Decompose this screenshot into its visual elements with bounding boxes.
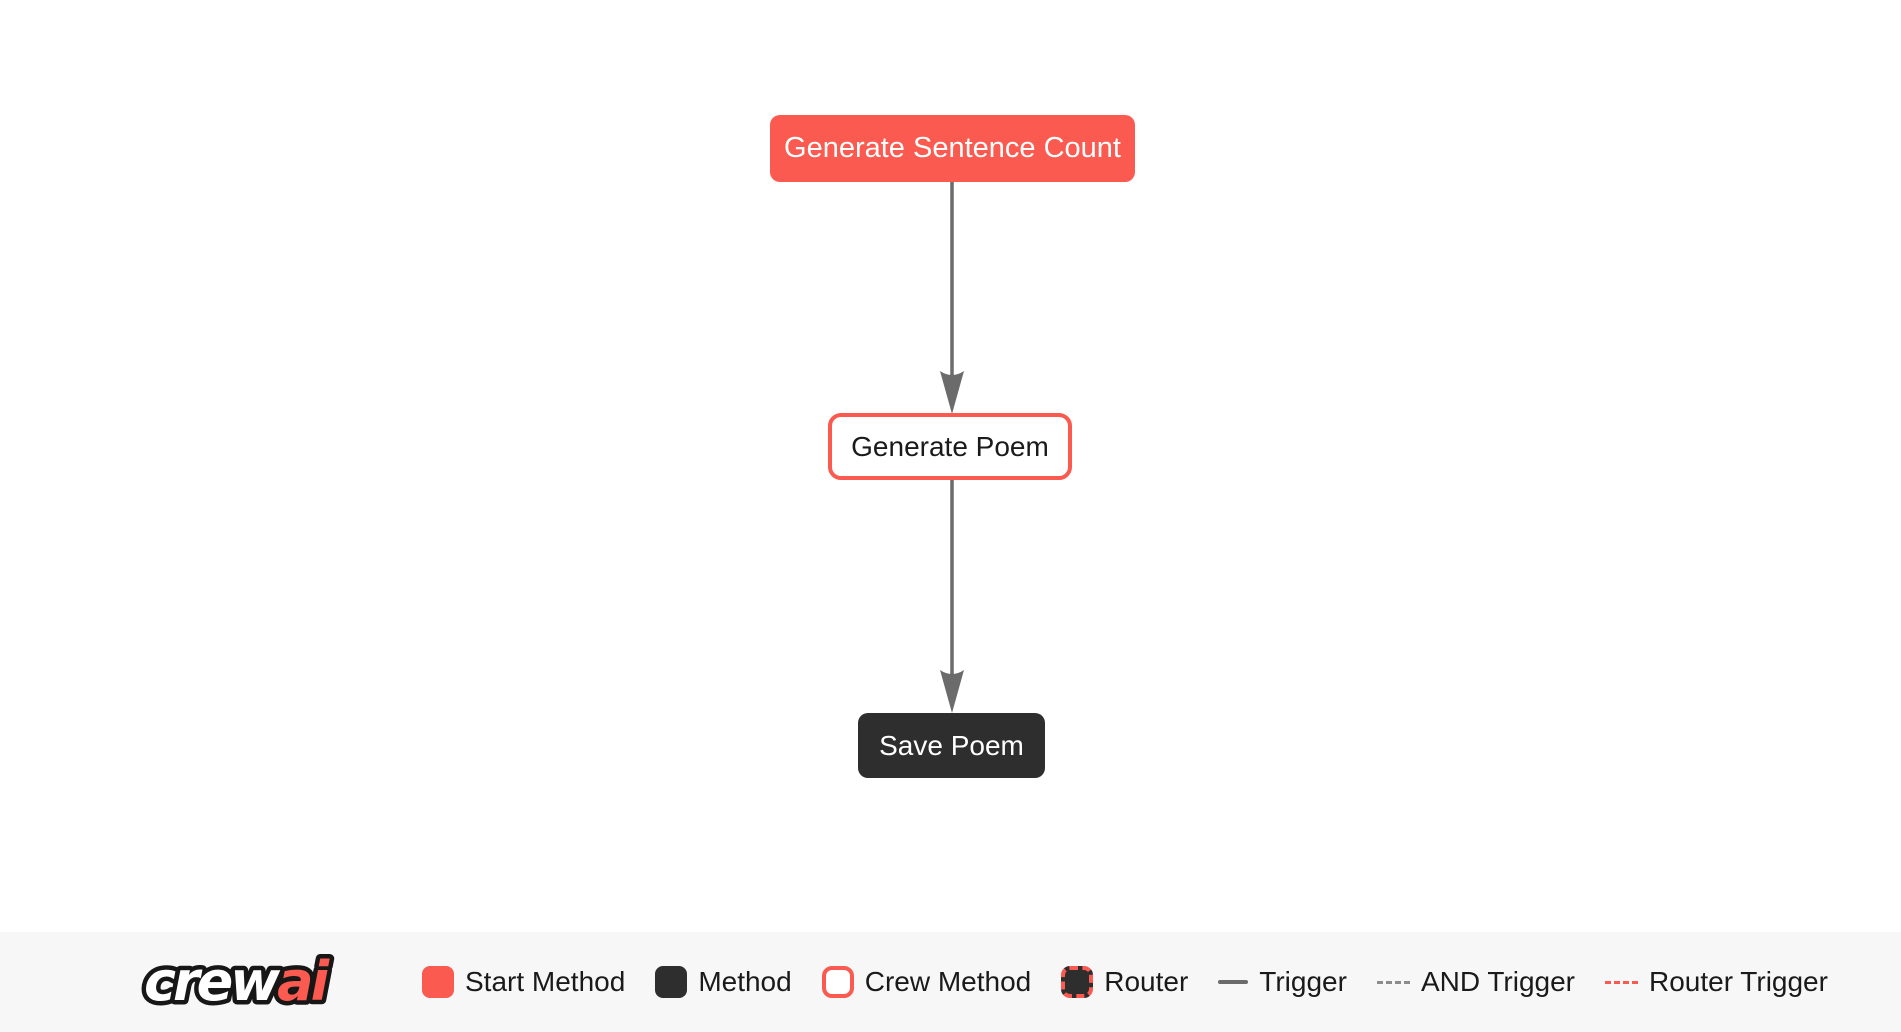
legend-item-router-trigger: Router Trigger <box>1604 966 1828 998</box>
method-swatch-icon <box>655 966 688 998</box>
legend-label: Method <box>698 966 792 997</box>
router-trigger-line-icon <box>1604 980 1638 984</box>
legend-label: Router <box>1104 966 1189 997</box>
node-label: Generate Poem <box>851 430 1049 462</box>
trigger-line-icon <box>1218 980 1249 984</box>
node-label: Save Poem <box>879 729 1024 761</box>
legend-label: Start Method <box>465 966 626 997</box>
svg-text:crewai: crewai <box>144 950 331 1013</box>
router-swatch-icon <box>1061 966 1094 998</box>
legend-item-and-trigger: AND Trigger <box>1376 966 1575 998</box>
legend-label: Crew Method <box>864 966 1032 997</box>
trigger-edge <box>940 480 964 713</box>
legend-item-start-method: Start Method <box>422 966 625 998</box>
legend-label: Trigger <box>1259 966 1347 997</box>
flow-node-generate-sentence-count[interactable]: Generate Sentence Count <box>770 115 1135 182</box>
crewai-logo: crewai <box>140 946 339 1018</box>
logo-text-ai: ai <box>277 950 330 1013</box>
legend-label: Router Trigger <box>1648 966 1828 997</box>
legend-item-method: Method <box>655 966 792 998</box>
legend-label: AND Trigger <box>1420 966 1575 997</box>
start-method-swatch-icon <box>422 966 454 998</box>
legend-item-trigger: Trigger <box>1218 966 1347 998</box>
legend-bar: crewai Start Method Method Crew Method R… <box>0 932 1901 1032</box>
node-label: Generate Sentence Count <box>784 132 1121 164</box>
legend-item-router: Router <box>1061 966 1188 998</box>
crew-method-swatch-icon <box>821 966 854 998</box>
flow-node-generate-poem[interactable]: Generate Poem <box>828 413 1072 480</box>
legend-item-crew-method: Crew Method <box>821 966 1032 998</box>
and-trigger-line-icon <box>1376 980 1410 984</box>
logo-text-crew: crew <box>144 950 281 1013</box>
trigger-edge <box>940 182 964 414</box>
flow-node-save-poem[interactable]: Save Poem <box>858 713 1045 778</box>
